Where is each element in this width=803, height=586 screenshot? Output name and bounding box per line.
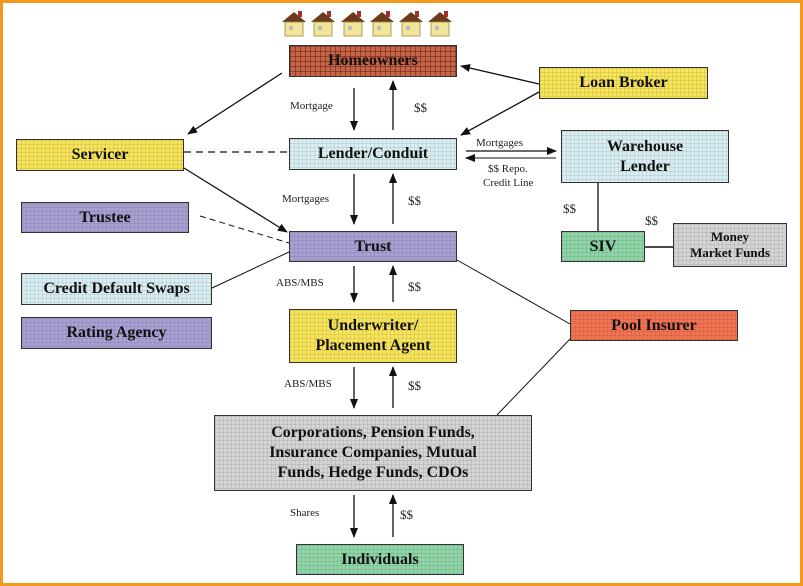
node-rating-agency: Rating Agency [21, 317, 212, 349]
flow-label-mortgages-warehouse: Mortgages [476, 137, 524, 149]
node-label: Warehouse [606, 137, 684, 155]
node-label: Credit Default Swaps [43, 280, 190, 297]
flow-label-dollars: $$ [408, 378, 421, 393]
node-label: Funds, Hedge Funds, CDOs [277, 464, 469, 481]
house-icon [282, 11, 306, 37]
node-label: Trustee [79, 208, 131, 226]
flow-label-repo: $$ Repo. [488, 163, 528, 175]
node-institutional-investors: Corporations, Pension Funds, Insurance Co… [214, 415, 532, 491]
node-servicer: Servicer [16, 139, 184, 171]
houses-group [282, 11, 452, 37]
flow-label-shares: Shares [290, 507, 320, 519]
node-label: Pool Insurer [611, 316, 697, 334]
node-credit-default-swaps: Credit Default Swaps [21, 273, 212, 305]
node-label: Trust [354, 237, 392, 255]
node-label: Servicer [71, 146, 129, 163]
flow-label-mortgages: Mortgages [282, 193, 330, 205]
node-label: Loan Broker [579, 74, 668, 91]
node-trust: Trust [289, 231, 457, 262]
node-label: Lender/Conduit [317, 145, 429, 162]
node-label: Lender [620, 157, 670, 175]
node-label: Money [710, 229, 750, 244]
node-pool-insurer: Pool Insurer [570, 310, 738, 341]
flow-label-dollars: $$ [414, 100, 427, 115]
node-siv: SIV [561, 231, 645, 262]
flow-label-abs-mbs: ABS/MBS [276, 277, 324, 289]
flow-label-dollars: $$ [645, 213, 658, 228]
node-label: Individuals [341, 550, 419, 568]
node-label: Underwriter/ [327, 317, 419, 334]
flow-label-dollars: $$ [408, 279, 421, 294]
node-individuals: Individuals [296, 544, 464, 575]
node-homeowners: Homeowners [289, 45, 457, 77]
node-label: Market Funds [690, 245, 770, 260]
house-icon [428, 11, 452, 37]
flow-label-dollars: $$ [408, 193, 421, 208]
node-trustee: Trustee [21, 202, 189, 233]
node-loan-broker: Loan Broker [539, 67, 708, 99]
node-label: Corporations, Pension Funds, [271, 424, 475, 441]
house-icon [399, 11, 423, 37]
node-underwriter: Underwriter/Placement Agent [289, 309, 457, 363]
node-label: Placement Agent [315, 337, 431, 354]
flow-label-mortgage: Mortgage [290, 100, 333, 112]
node-label: Rating Agency [66, 324, 167, 341]
flow-label-credit-line: Credit Line [483, 177, 534, 189]
house-icon [370, 11, 394, 37]
house-icon [341, 11, 365, 37]
node-label: SIV [589, 237, 617, 255]
flow-label-dollars: $$ [563, 201, 576, 216]
house-icon [311, 11, 335, 37]
flow-label-dollars: $$ [400, 507, 413, 522]
flow-label-abs-mbs: ABS/MBS [284, 378, 332, 390]
node-label: Homeowners [328, 52, 418, 69]
node-label: Insurance Companies, Mutual [269, 444, 477, 461]
node-lender-conduit: Lender/Conduit [289, 138, 457, 170]
